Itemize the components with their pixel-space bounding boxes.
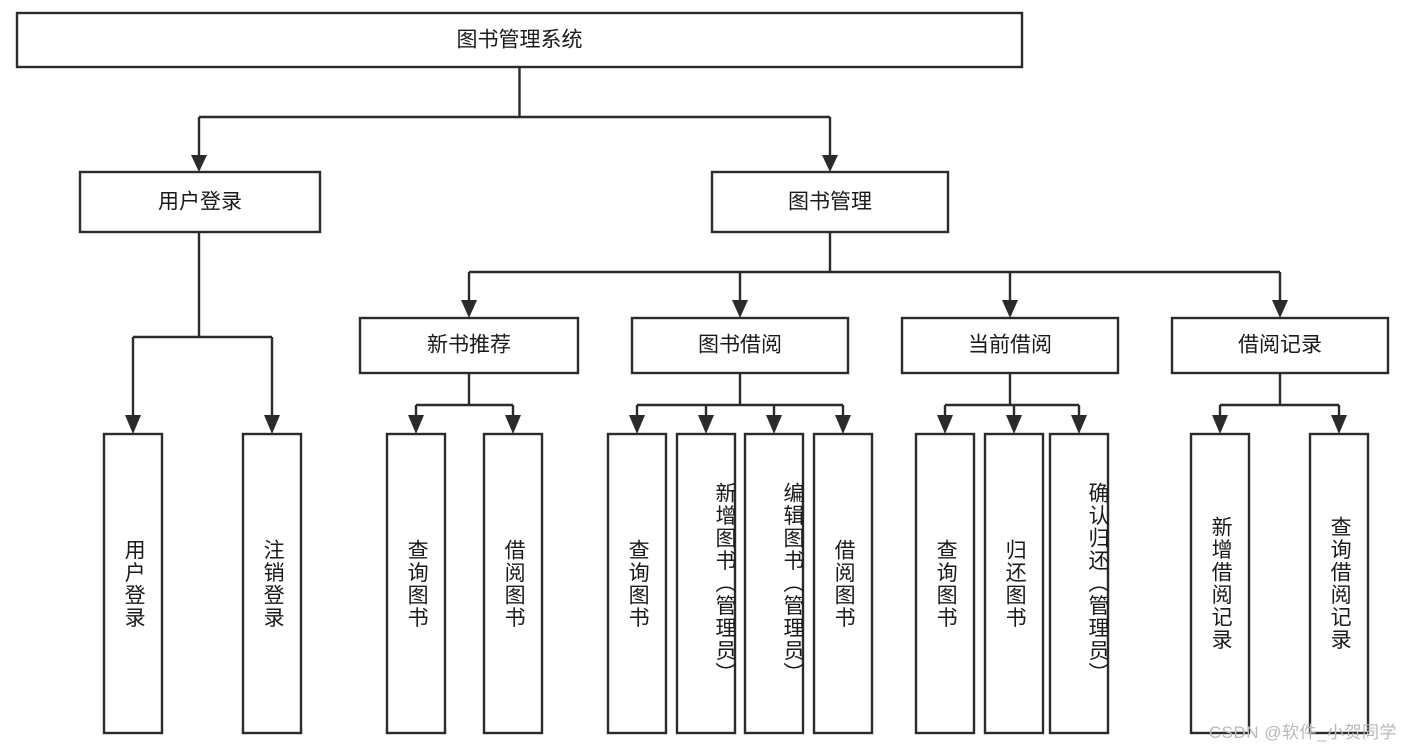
csdn-watermark: CSDN @软件_小贺同学 — [1208, 723, 1397, 742]
leaf-confirm-return-box[interactable] — [1048, 432, 1110, 735]
node-book-borrow[interactable]: 图书借阅 — [630, 316, 850, 375]
arrow-leaf-add-book — [698, 415, 714, 434]
book-borrow-node-box[interactable] — [630, 316, 850, 375]
user-login-node-label: 用户登录 — [158, 191, 242, 214]
arrow-leaf-logout-login — [264, 415, 280, 434]
book-management-node-box[interactable] — [710, 170, 950, 234]
node-current-borrow[interactable]: 当前借阅 — [900, 316, 1120, 375]
node-new-book-recommend[interactable]: 新书推荐 — [358, 316, 580, 375]
leaf-add-borrow-record-box[interactable] — [1189, 432, 1251, 735]
arrow-leaf-add-borrow-record — [1212, 415, 1228, 434]
arrow-leaf-return-book — [1006, 415, 1022, 434]
borrow-record-node-label: 借阅记录 — [1238, 334, 1322, 357]
leaf-borrow-book-2-box[interactable] — [812, 432, 874, 735]
node-user-login[interactable]: 用户登录 — [78, 170, 322, 234]
leaf-query-book-1-box[interactable] — [385, 432, 447, 735]
arrow-leaf-borrow-book-1 — [505, 415, 521, 434]
current-borrow-node-box[interactable] — [900, 316, 1120, 375]
arrow-borrow-record — [1272, 300, 1288, 318]
arrow-current-borrow — [1002, 300, 1018, 318]
leaf-edit-book-box[interactable] — [743, 432, 805, 735]
node-root-book-management-system[interactable]: 图书管理系统 — [15, 11, 1024, 69]
leaf-user-login-box[interactable] — [102, 432, 164, 735]
book-management-node-label: 图书管理 — [788, 191, 872, 214]
leaf-logout-login-box[interactable] — [241, 432, 303, 735]
leaf-query-book-2-box[interactable] — [606, 432, 668, 735]
arrow-leaf-borrow-book-2 — [835, 415, 851, 434]
arrow-new-book-recommend — [461, 300, 477, 318]
arrow-leaf-query-book-3 — [937, 415, 953, 434]
arrow-user-login — [191, 155, 207, 172]
node-borrow-record[interactable]: 借阅记录 — [1170, 316, 1390, 375]
arrow-leaf-query-book-1 — [408, 415, 424, 434]
leaf-query-borrow-record-box[interactable] — [1308, 432, 1370, 735]
arrow-leaf-confirm-return — [1071, 415, 1087, 434]
arrow-leaf-query-borrow-record — [1331, 415, 1347, 434]
arrow-leaf-edit-book — [766, 415, 782, 434]
arrow-leaf-user-login — [125, 415, 141, 434]
arrow-book-management — [822, 155, 838, 172]
leaf-query-book-3-box[interactable] — [914, 432, 976, 735]
node-book-management[interactable]: 图书管理 — [710, 170, 950, 234]
root-node-label: 图书管理系统 — [457, 29, 583, 52]
new-book-recommend-node-label: 新书推荐 — [427, 334, 511, 357]
arrow-leaf-query-book-2 — [629, 415, 645, 434]
arrow-book-borrow — [732, 300, 748, 318]
leaf-borrow-book-1-box[interactable] — [482, 432, 544, 735]
root-node-box[interactable] — [15, 11, 1024, 69]
borrow-record-node-box[interactable] — [1170, 316, 1390, 375]
current-borrow-node-label: 当前借阅 — [968, 334, 1052, 357]
new-book-recommend-node-box[interactable] — [358, 316, 580, 375]
book-borrow-node-label: 图书借阅 — [698, 334, 782, 357]
leaf-add-book-box[interactable] — [675, 432, 737, 735]
leaf-return-book-box[interactable] — [983, 432, 1045, 735]
